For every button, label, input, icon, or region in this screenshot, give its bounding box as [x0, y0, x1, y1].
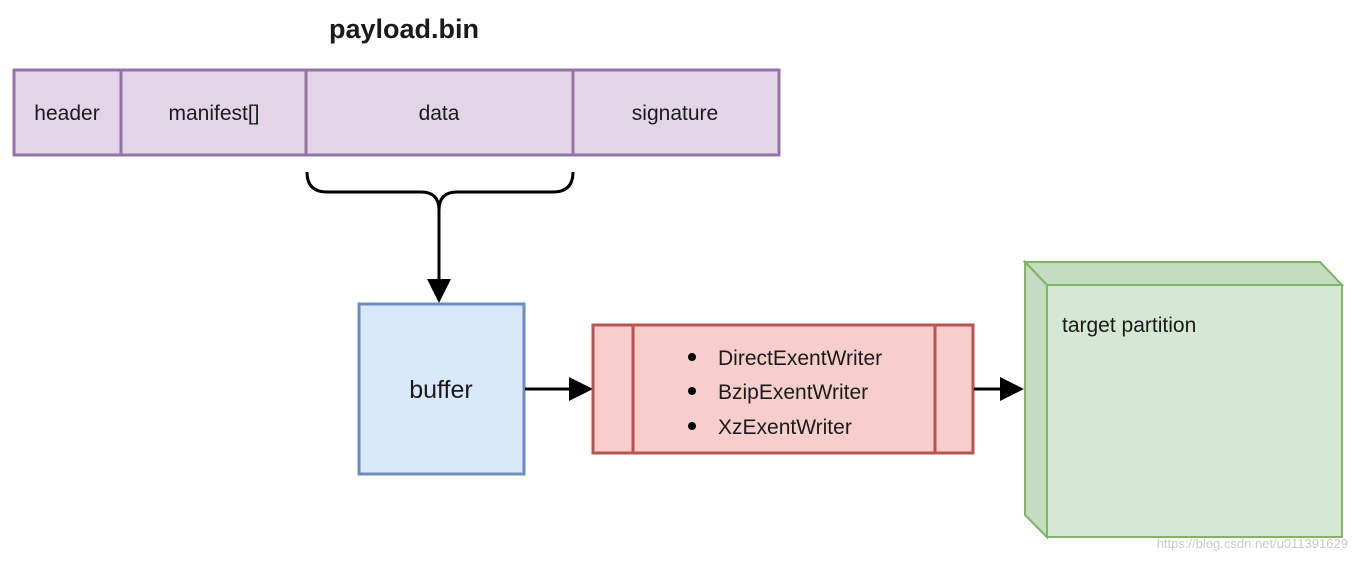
- target-partition-cube: target partition: [1022, 259, 1345, 540]
- data-brace: [305, 171, 575, 211]
- writer-item: BzipExentWriter: [718, 381, 868, 404]
- segment-data-box: [304, 68, 575, 157]
- diagram-title: payload.bin: [329, 14, 479, 44]
- segment-manifest-box: [119, 68, 308, 157]
- bullet-icon: [688, 353, 696, 361]
- payload-bar: header manifest[] data signature: [12, 68, 781, 157]
- segment-signature-box: [571, 68, 781, 157]
- target-partition-label: target partition: [1062, 314, 1196, 337]
- segment-data-label: data: [419, 102, 460, 125]
- buffer-box: [357, 302, 526, 476]
- bullet-icon: [688, 422, 696, 430]
- segment-manifest-label: manifest[]: [168, 102, 259, 125]
- brace-to-buffer-arrowhead: [427, 279, 451, 303]
- segment-signature-label: signature: [632, 102, 718, 125]
- buffer-label: buffer: [409, 376, 472, 404]
- segment-header-box: [12, 68, 123, 157]
- buffer-to-writers-arrowhead: [569, 377, 593, 401]
- watermark: https://blog.csdn.net/u011391629: [1157, 536, 1348, 551]
- writer-item: DirectExentWriter: [718, 347, 882, 370]
- bullet-icon: [688, 387, 696, 395]
- segment-header-label: header: [34, 102, 99, 125]
- writer-item: XzExentWriter: [718, 416, 852, 439]
- writers-to-target-arrowhead: [1000, 377, 1024, 401]
- writers-box: DirectExentWriter BzipExentWriter XzExen…: [591, 323, 975, 455]
